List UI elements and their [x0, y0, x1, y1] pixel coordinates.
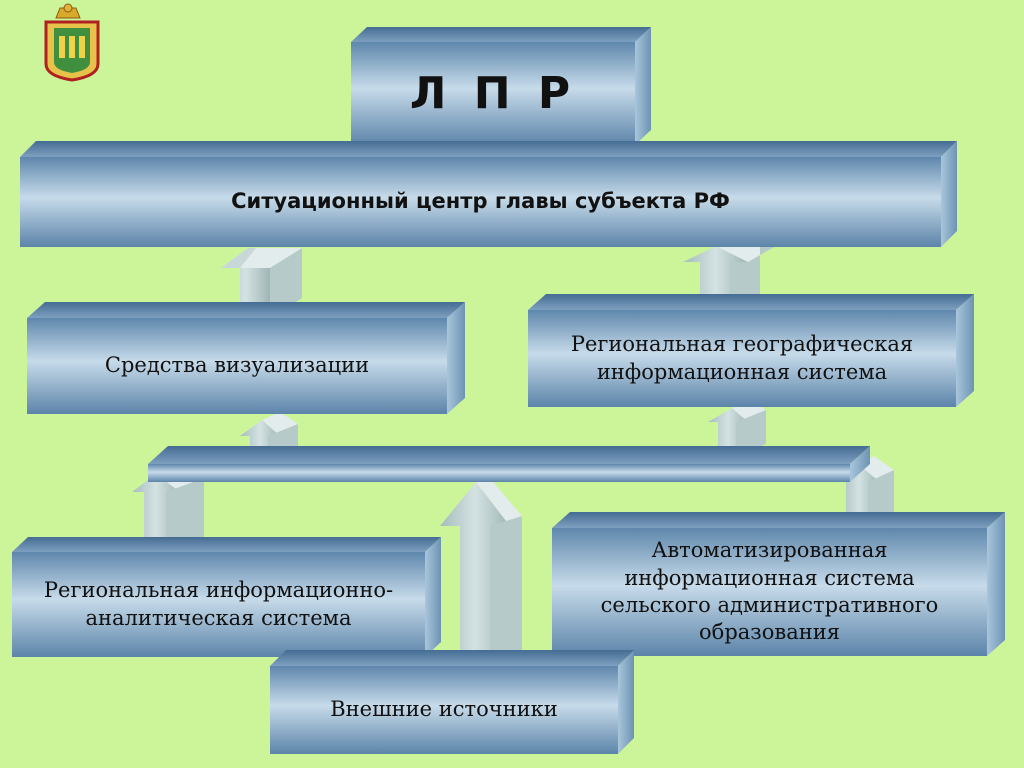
- regional-gis-box: [528, 294, 974, 407]
- connector-bar: [148, 446, 870, 482]
- regional-analytic-box: [12, 537, 441, 657]
- arrow-external-to-bar: [440, 476, 522, 668]
- decision-maker-box: [351, 27, 651, 145]
- coat-of-arms-icon: [44, 3, 100, 82]
- external-sources-box: [270, 650, 634, 754]
- arrow-bar-to-gis: [708, 400, 766, 456]
- visualization-box: [27, 302, 465, 414]
- situation-center-box: [20, 141, 957, 247]
- rural-admin-box: [552, 512, 1005, 656]
